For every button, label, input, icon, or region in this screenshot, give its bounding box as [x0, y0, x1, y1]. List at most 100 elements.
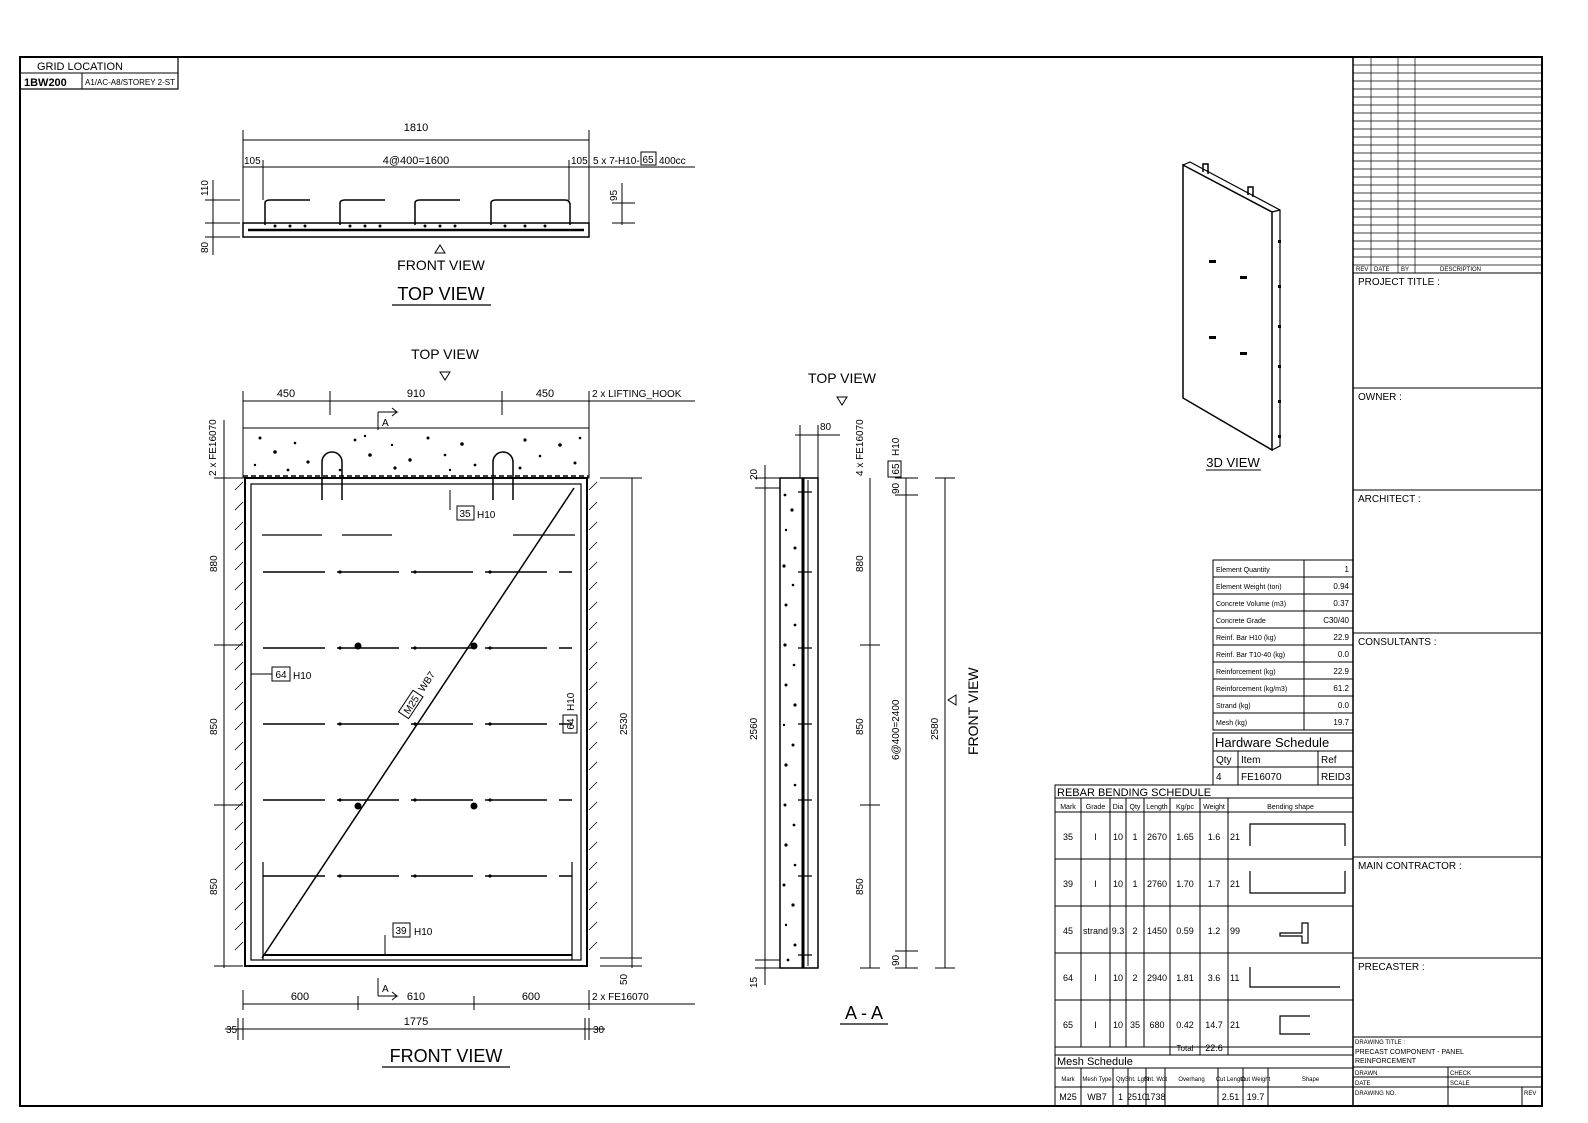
top-overall-dim: 1810 [404, 122, 428, 134]
lifting-hook-right [492, 451, 514, 500]
bar-label-39-text: H10 [414, 927, 433, 938]
hardware-header-item: Item [1241, 755, 1260, 766]
bar-label-64-left-mark: 64 [275, 670, 287, 681]
front-right-height-dim: 2530 [619, 712, 630, 735]
element-info-value: 22.9 [1333, 633, 1349, 642]
section-left-top-dim: 20 [749, 468, 760, 480]
rebar-cell: I [1094, 1020, 1097, 1030]
section-top-dim: 80 [820, 422, 832, 433]
rebar-cell: 39 [1063, 879, 1073, 889]
rev-header-date: DATE [1374, 267, 1390, 273]
front-left-dim-1: 880 [209, 555, 220, 572]
top-front-view-marker: FRONT VIEW [397, 257, 485, 273]
checked-label: CHECK [1450, 1071, 1471, 1077]
front-top-dim-2: 910 [407, 388, 425, 400]
rebar-cell: 1.70 [1176, 879, 1194, 889]
top-view-panel [242, 222, 590, 238]
mesh-title: Mesh Schedule [1057, 1056, 1133, 1068]
hardware-row-ref: REID3 [1321, 772, 1351, 783]
front-bar-intersection-dots [338, 570, 492, 878]
front-right-bottom-dim: 50 [619, 973, 630, 985]
hardware-header-ref: Ref [1321, 755, 1337, 766]
section-bar-text: H10 [891, 437, 902, 456]
drawing-title-line-2: REINFORCEMENT [1355, 1058, 1417, 1065]
element-info-label: Concrete Volume (m3) [1216, 601, 1286, 608]
mesh-header-cell: Mark [1061, 1077, 1075, 1083]
title-block: REV DATE BY DESCRIPTION PROJECT TITLE : … [1352, 56, 1542, 1106]
front-edge-left-dim: 35 [226, 1025, 238, 1036]
top-left-cover-dim: 105 [244, 156, 261, 167]
rebar-header-cell: Length [1146, 804, 1168, 811]
mesh-header-cell: Cut Length [1216, 1077, 1245, 1083]
rebar-cell: 10 [1113, 1020, 1123, 1030]
rebar-cell: 0.59 [1176, 926, 1194, 936]
section-mark-bottom: A [382, 984, 389, 995]
bar-label-64-right-mark: 64 [566, 718, 577, 730]
top-right-height-dim: 95 [609, 189, 620, 201]
grid-location-text: A1/AC-A8/STOREY 2-ST [85, 78, 175, 87]
top-height-dim-1: 110 [200, 180, 211, 196]
element-info-value: 1 [1345, 565, 1350, 574]
hardware-row-qty: 4 [1216, 772, 1222, 783]
section-mid-dim-1: 880 [855, 555, 866, 572]
element-info-label: Strand (kg) [1216, 703, 1251, 710]
mesh-cell: M25 [1059, 1092, 1077, 1102]
top-height-dim-2: 80 [200, 241, 211, 253]
element-info-label: Element Weight (ton) [1216, 584, 1282, 591]
element-info-label: Reinf. Bar T10-40 (kg) [1216, 652, 1285, 659]
element-info-label: Concrete Grade [1216, 618, 1266, 625]
rebar-cell: 0.42 [1176, 1020, 1194, 1030]
owner-label: OWNER : [1358, 392, 1402, 403]
rebar-cell: 10 [1113, 832, 1123, 842]
main-contractor-label: MAIN CONTRACTOR : [1358, 861, 1462, 872]
mesh-header-cell: Shape [1302, 1077, 1320, 1083]
rebar-cell: 99 [1230, 926, 1240, 936]
bar-label-64-right-text: H10 [566, 692, 577, 711]
rev-header-by: BY [1401, 267, 1409, 273]
lifting-hook-left [321, 451, 343, 500]
rebar-cell: 1.65 [1176, 832, 1194, 842]
element-info-value: 19.7 [1333, 718, 1349, 727]
element-info-label: Mesh (kg) [1216, 720, 1247, 727]
front-topping-aggregate [253, 434, 582, 472]
mesh-cell: 19.7 [1247, 1092, 1265, 1102]
rebar-cell: 64 [1063, 973, 1073, 983]
rebar-header-cell: Grade [1086, 804, 1106, 811]
bar-label-64-left-text: H10 [293, 671, 312, 682]
rebar-header-cell: Mark [1060, 804, 1076, 811]
rebar-title: REBAR BENDING SCHEDULE [1057, 787, 1211, 799]
project-title-label: PROJECT TITLE : [1358, 277, 1440, 288]
rebar-cell: 1.2 [1208, 926, 1221, 936]
bending-shape-sketch [1249, 871, 1346, 894]
mesh-header-cell: Sht. Lgth [1125, 1077, 1149, 1083]
rebar-cell: I [1094, 879, 1097, 889]
rebar-cell: 21 [1230, 832, 1240, 842]
front-bottom-dim-2: 610 [407, 991, 425, 1003]
rev-header-rev: REV [1356, 267, 1368, 273]
rebar-cell: 1450 [1147, 926, 1167, 936]
element-info-value: 0.0 [1338, 701, 1350, 710]
front-cast-in-inserts [354, 642, 478, 810]
section-bar-mark: 65 [891, 463, 902, 475]
front-top-dim-1: 450 [277, 388, 295, 400]
top-bar-mark: 65 [642, 155, 654, 166]
grid-location-header: GRID LOCATION [37, 61, 123, 73]
rebar-cell: 2 [1132, 973, 1137, 983]
section-top-view-marker: TOP VIEW [808, 370, 877, 386]
front-top-dim-3: 450 [536, 388, 554, 400]
section-right-bottom-dim: 90 [891, 954, 902, 966]
architect-label: ARCHITECT : [1358, 494, 1421, 505]
rebar-cell: 1 [1132, 879, 1137, 889]
element-info-label: Element Quantity [1216, 567, 1270, 574]
hardware-title: Hardware Schedule [1215, 735, 1329, 750]
rebar-cell: 10 [1113, 973, 1123, 983]
drawing-number-label: DRAWING NO. [1355, 1091, 1396, 1097]
element-info-label: Reinforcement (kg/m3) [1216, 686, 1287, 693]
mesh-header-cell: Sht. Wdt [1144, 1077, 1167, 1083]
rebar-cell: 1 [1132, 832, 1137, 842]
rebar-cell: 2760 [1147, 879, 1167, 889]
rebar-header-cell: Weight [1203, 804, 1225, 811]
top-right-cover-dim: 105 [571, 156, 588, 167]
section-left-height-dim: 2560 [749, 717, 760, 740]
